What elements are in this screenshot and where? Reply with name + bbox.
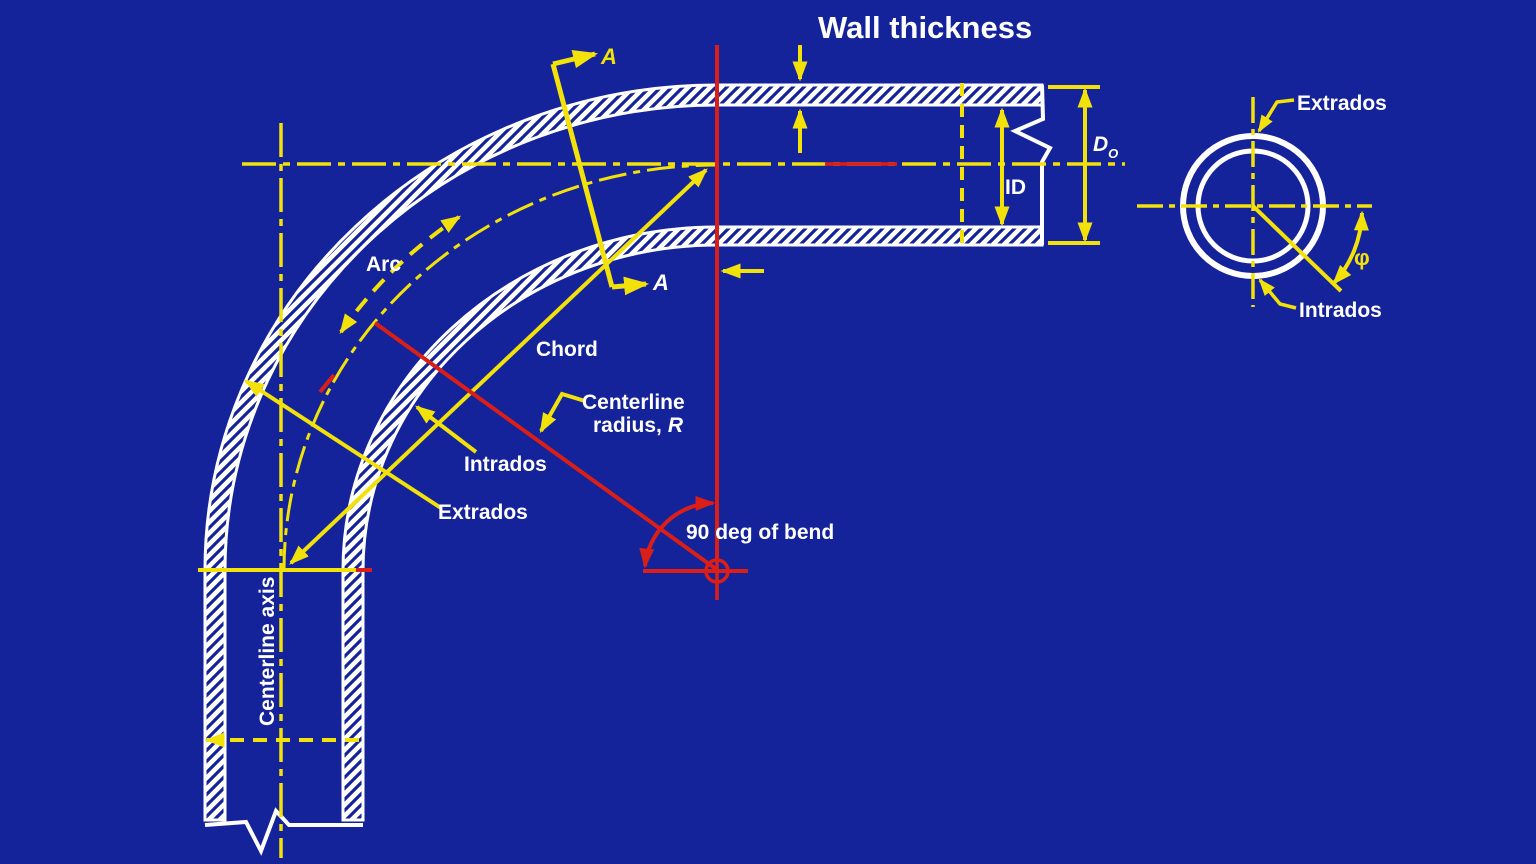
section-arrow-top: [552, 49, 599, 69]
cross-section-intrados-leader: [1258, 278, 1297, 310]
centerline-axis-label: Centerline axis: [256, 577, 279, 726]
extrados-label: Extrados: [438, 501, 528, 524]
arc-dimension-curve: [339, 215, 462, 335]
pipe-wall-extrados-band: [203, 83, 1044, 822]
bend-construction: [318, 45, 897, 600]
cross-section-angle-symbol: φ: [1354, 245, 1370, 270]
pipe-walls: [203, 83, 1053, 856]
cross-section-extrados-label: Extrados: [1297, 92, 1387, 115]
cross-section-intrados-label: Intrados: [1299, 299, 1382, 322]
diagram-title: Wall thickness: [818, 10, 1032, 45]
section-arrow-bottom: [611, 276, 650, 296]
cross-section-extrados-leader: [1257, 98, 1295, 133]
intrados-label: Intrados: [464, 453, 547, 476]
arc-label: Arc: [366, 253, 401, 276]
centerline-arc-red-remnant: [318, 373, 336, 394]
pipe-end-break: [1010, 84, 1053, 245]
section-marker-a-bottom: A: [652, 270, 669, 295]
section-marker-a-top: A: [600, 44, 617, 69]
bend-angle-arc: [639, 495, 716, 569]
cross-section-angle-arc: [1332, 210, 1369, 285]
do-label: DO: [1093, 133, 1118, 161]
intrados-leader: [415, 405, 478, 454]
radius-leader: [539, 391, 586, 434]
centerline-radius-label-line2: radius,R: [593, 414, 684, 437]
chord-line: [289, 168, 708, 565]
id-label: ID: [1005, 176, 1026, 199]
centerlines: [198, 83, 1125, 858]
cross-section: [1137, 97, 1372, 310]
cross-section-diagonal-line: [1251, 204, 1343, 293]
pipe-bottom-break: [204, 807, 363, 856]
extrados-leader: [243, 379, 443, 510]
chord-label: Chord: [536, 338, 598, 361]
centerline-radius-label-line1: Centerline: [582, 391, 685, 414]
dimensions: [243, 45, 1100, 565]
bend-angle-label: 90 deg of bend: [686, 521, 834, 544]
